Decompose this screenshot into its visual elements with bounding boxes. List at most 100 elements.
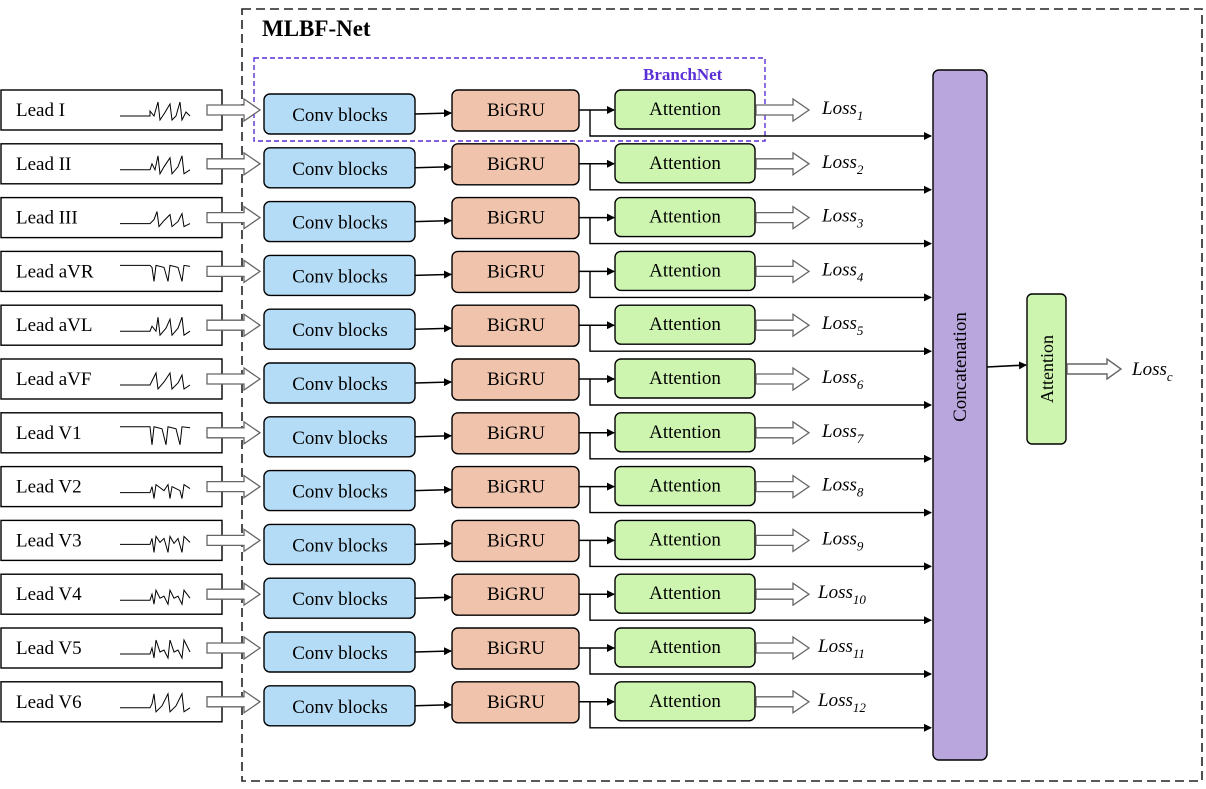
lead-label: Lead V4 [16,584,82,605]
conv-blocks-label: Conv blocks [292,643,388,664]
loss-arrow [755,689,811,715]
loss-arrow [755,366,811,392]
ecg-trace [120,371,191,391]
loss-arrow [755,97,811,123]
conv-blocks-label: Conv blocks [292,535,388,556]
lead-box [0,519,223,562]
conv-blocks-label: Conv blocks [292,482,388,503]
bigru-label: BiGRU [487,692,545,713]
lead-box [0,573,223,615]
input-arrow [206,97,262,123]
attention-block [614,250,756,292]
branch-loss-label: Loss2 [821,152,864,177]
conv-to-bigru-arrow [414,431,452,440]
conv-blocks-label: Conv blocks [292,159,388,180]
lead-label: Lead III [16,208,78,229]
input-arrow [206,151,262,177]
lead-label: Lead V1 [16,423,82,444]
attention-label: Attention [649,637,721,658]
lead-label: Lead V2 [16,477,82,498]
bigru-label: BiGRU [487,208,545,229]
attention-block [614,143,756,184]
conv-blocks-label: Conv blocks [292,213,388,234]
loss-arrow [755,205,811,230]
lead-box [0,627,223,669]
lead-label: Lead aVR [16,261,94,282]
input-arrow [206,581,262,607]
attention-block [614,465,756,507]
branch-loss-label: Loss4 [821,259,864,284]
lead-label: Lead I [16,100,65,121]
ecg-trace [120,426,191,445]
bigru-label: BiGRU [487,154,545,175]
attention-block [614,681,756,722]
ecg-trace [120,211,191,228]
attention-label: Attention [649,422,721,443]
conv-blocks-label: Conv blocks [292,320,388,341]
input-arrow [206,259,262,284]
branch-loss-label: Loss3 [821,206,864,231]
input-arrow [206,635,262,661]
conv-blocks-label: Conv blocks [292,105,388,126]
attention-label: Attention [649,583,721,604]
loss-arrow [755,312,811,338]
bigru-label: BiGRU [487,100,545,121]
ecg-trace [120,534,191,553]
conv-to-bigru-arrow [414,539,452,548]
attention-block [614,627,756,668]
lead-label: Lead V6 [16,692,82,713]
bigru-label: BiGRU [487,369,545,390]
branch-loss-label: Loss1 [821,98,863,123]
branch-to-concat-arrow [589,163,932,194]
conv-blocks-label: Conv blocks [292,266,388,287]
branch-loss-label: Loss12 [817,690,866,715]
branch-to-concat-arrow [589,325,932,356]
attention-block [614,196,756,238]
final-attention-block [1026,293,1067,445]
ecg-trace [120,101,191,122]
conv-blocks-label: Conv blocks [292,428,388,449]
branch-to-concat-arrow [589,486,932,517]
branch-to-concat-arrow [589,540,932,571]
ecg-trace [120,317,191,337]
branch-loss-label: Loss10 [817,582,866,607]
lead-label: Lead V3 [16,530,82,551]
loss-arrow [755,635,811,661]
branchnet-label: BranchNet [643,65,723,84]
conv-blocks-label: Conv blocks [292,374,388,395]
input-arrow [206,312,262,338]
ecg-trace [120,264,191,282]
conv-to-bigru-arrow [414,109,452,118]
concatenation-label: Concatenation [950,312,971,422]
lead-box [0,681,223,723]
branch-loss-label: Loss8 [821,475,864,500]
lead-box [0,304,223,346]
conv-to-bigru-arrow [414,216,452,225]
attention-block [614,573,756,614]
conv-to-bigru-arrow [414,593,452,602]
attention-block [614,412,756,453]
loss-arrow [755,259,811,284]
loss-arrow [755,420,811,446]
attention-block [614,89,756,130]
input-arrow [206,366,262,392]
branchnet-frame [253,57,766,142]
loss-arrow [755,474,811,499]
branch-to-concat-arrow [589,594,932,625]
loss-arrow [755,528,811,553]
ecg-trace [120,692,191,713]
lead-box [0,358,223,400]
conv-to-bigru-arrow [414,324,452,333]
bigru-label: BiGRU [487,477,545,498]
lead-label: Lead aVF [16,369,91,390]
bigru-label: BiGRU [487,315,545,336]
ecg-trace [120,638,191,660]
attention-label: Attention [649,529,721,550]
